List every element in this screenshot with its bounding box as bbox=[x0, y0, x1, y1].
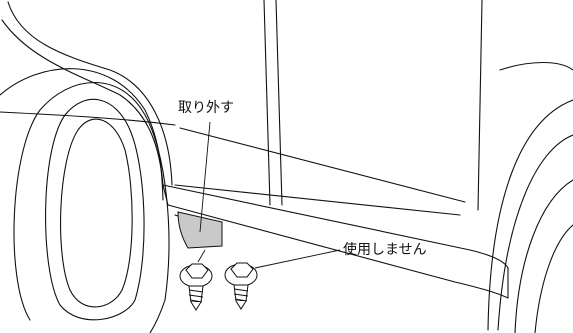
front-fender-inner-line bbox=[1, 19, 164, 186]
front-tire-outer bbox=[13, 82, 170, 333]
wheel-arch-lip bbox=[0, 68, 164, 201]
door-vertical-edge bbox=[263, 0, 271, 206]
rear-tire-inner bbox=[534, 224, 573, 333]
screw-left bbox=[179, 263, 213, 311]
rear-wheel-arch bbox=[487, 99, 573, 331]
door-vertical-edge-2 bbox=[275, 0, 283, 206]
leader-line-not-used-2 bbox=[197, 249, 206, 263]
side-sill-front bbox=[162, 184, 169, 206]
label-remove: 取り外す bbox=[178, 100, 234, 116]
rear-door-edge bbox=[477, 0, 483, 211]
front-tire-hub bbox=[60, 118, 133, 308]
front-tire-inner bbox=[45, 98, 145, 321]
door-bottom-edge bbox=[174, 184, 461, 216]
screw-right bbox=[224, 262, 258, 310]
leader-line-remove bbox=[199, 121, 211, 233]
rear-tire-outer bbox=[514, 179, 573, 333]
leader-line-not-used bbox=[254, 249, 341, 269]
rear-wheel-arch-inner bbox=[497, 134, 573, 331]
side-sill-top bbox=[162, 184, 509, 269]
label-not-used: 使用しません bbox=[343, 242, 427, 258]
front-fender-outline bbox=[7, 1, 173, 186]
rear-fender-outline bbox=[499, 62, 573, 71]
door-upper-rail bbox=[0, 111, 176, 126]
side-sill-bottom bbox=[167, 204, 509, 299]
door-character-line bbox=[179, 127, 466, 203]
